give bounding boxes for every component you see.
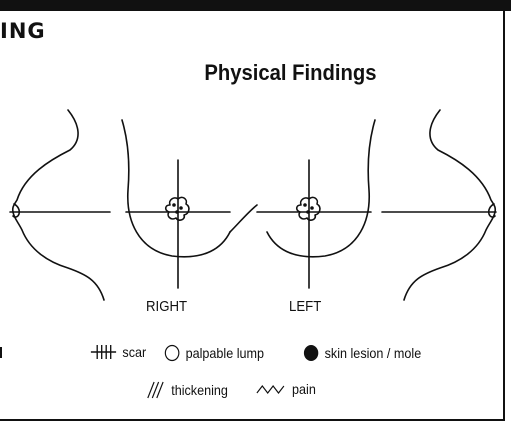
legend-palpable-lump-label: palpable lump <box>186 345 264 361</box>
legend-scar: scar <box>90 344 146 360</box>
front-right-breast <box>122 120 230 288</box>
edge-mark <box>0 347 2 358</box>
scar-icon <box>90 344 117 360</box>
front-left-breast <box>257 120 375 288</box>
legend-pain-label: pain <box>292 381 316 397</box>
right-label: RIGHT <box>146 298 187 315</box>
left-label: LEFT <box>289 298 321 315</box>
filled-circle-icon <box>303 344 319 362</box>
legend-pain: pain <box>256 381 316 397</box>
legend-thickening-label: thickening <box>171 382 228 398</box>
cleavage-line-left <box>230 205 257 232</box>
legend-palpable-lump: palpable lump <box>164 344 264 362</box>
legend-thickening: thickening <box>146 381 228 399</box>
legend-scar-label: scar <box>122 344 146 360</box>
left-side-profile <box>382 110 496 300</box>
pain-zigzag-icon <box>256 382 287 396</box>
legend-skin-lesion: skin lesion / mole <box>303 344 421 362</box>
thickening-hatch-icon <box>146 381 166 399</box>
right-side-profile <box>10 110 110 300</box>
open-circle-icon <box>164 344 180 362</box>
legend-skin-lesion-label: skin lesion / mole <box>325 345 422 361</box>
